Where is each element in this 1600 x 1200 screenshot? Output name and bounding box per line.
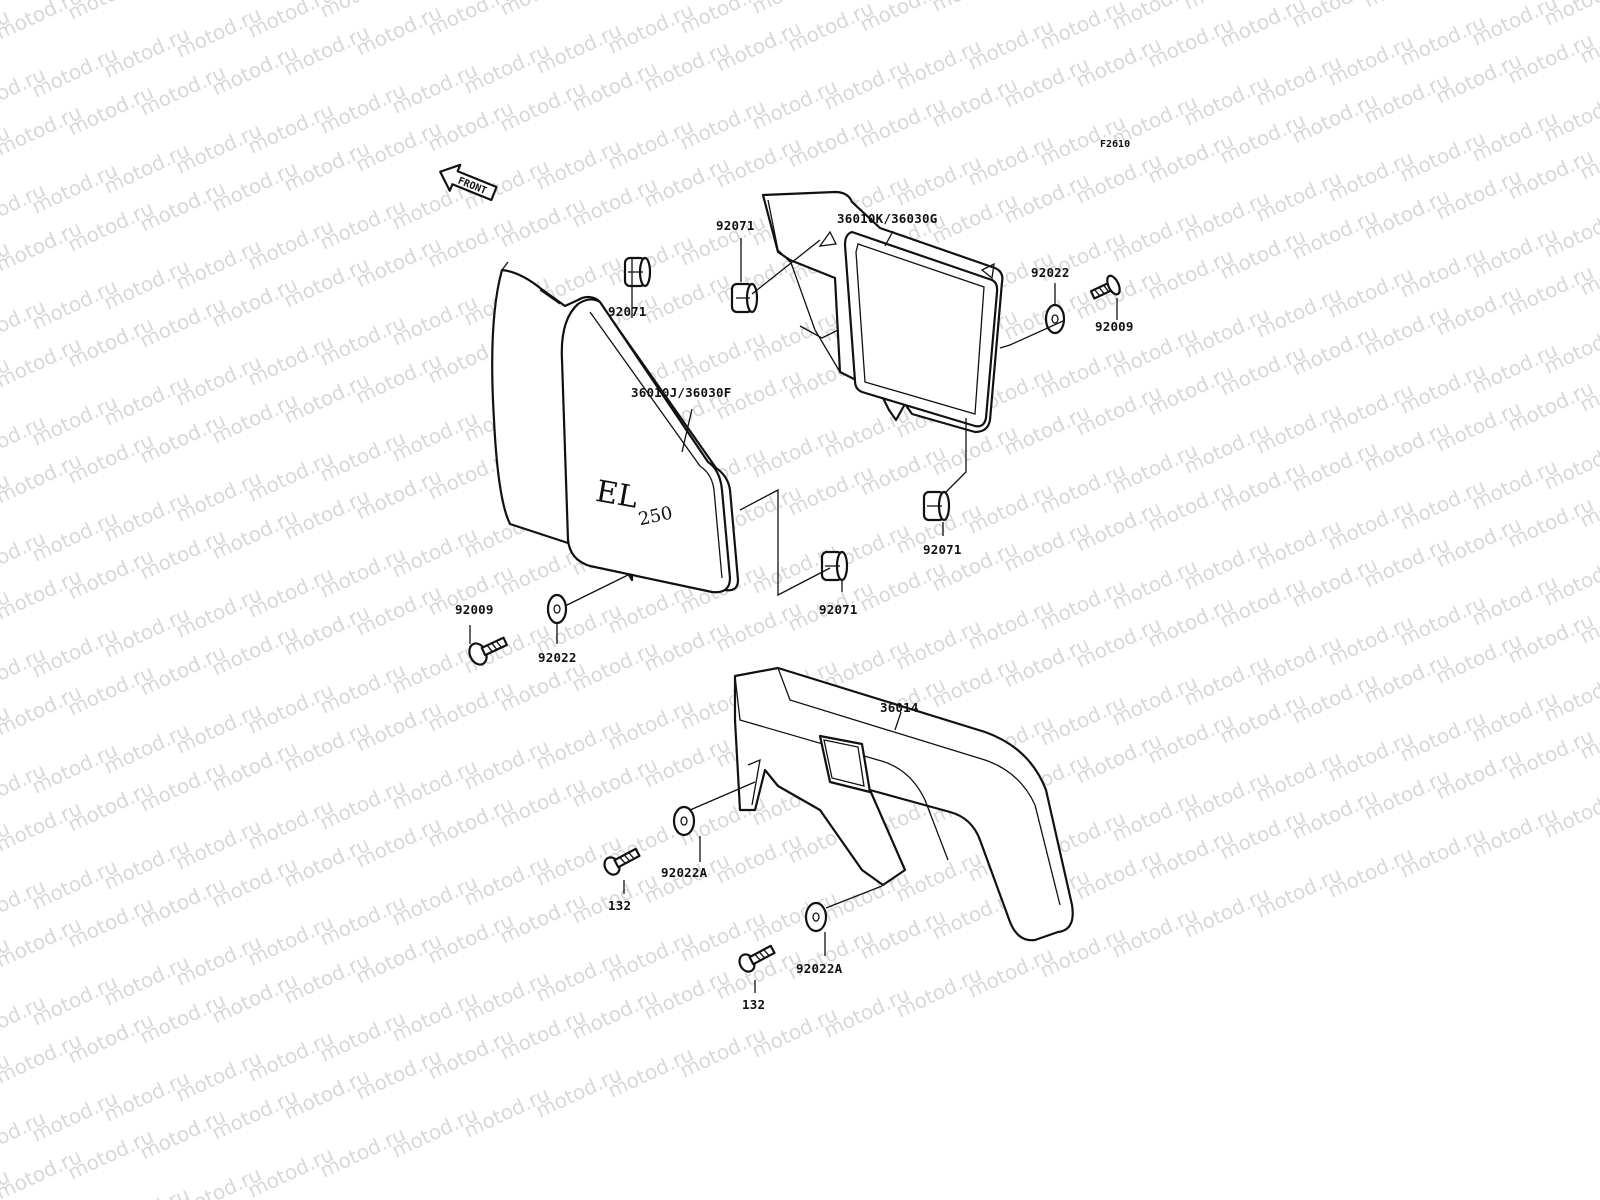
watermark-text: motod.ru bbox=[1360, 0, 1453, 13]
watermark-text: motod.ru bbox=[64, 0, 157, 25]
label-washer-guard-2: 92022A bbox=[796, 961, 843, 976]
washer-guard-1 bbox=[672, 805, 696, 837]
watermark-text: motod.ru bbox=[1540, 0, 1600, 31]
bolt-guard-1-icon bbox=[603, 847, 641, 876]
label-washer-left: 92022 bbox=[538, 650, 577, 665]
label-bolt-guard-1: 132 bbox=[608, 898, 631, 913]
front-arrow-icon: FRONT bbox=[439, 163, 498, 202]
washer-right bbox=[1044, 303, 1066, 335]
left-side-cover: EL 250 bbox=[491, 261, 740, 594]
bolt-guard-2-icon bbox=[738, 944, 776, 973]
watermark-text: motod.ru bbox=[928, 0, 1021, 17]
label-washer-guard-1: 92022A bbox=[661, 865, 708, 880]
label-grommet-mid: 92071 bbox=[608, 304, 647, 319]
right-side-cover bbox=[761, 190, 1004, 434]
bolt-left-icon bbox=[468, 636, 508, 666]
label-chain-guard: 36014 bbox=[880, 700, 919, 715]
watermark-text: motod.ru bbox=[568, 0, 661, 1]
label-bolt-guard-2: 132 bbox=[742, 997, 765, 1012]
washer-guard-2 bbox=[804, 901, 828, 933]
leader-lines bbox=[469, 230, 1118, 993]
label-bolt-left: 92009 bbox=[455, 602, 494, 617]
bolt-right-icon bbox=[1089, 274, 1121, 300]
label-cover-left: 36010J/36030F bbox=[631, 385, 731, 400]
figure-code: F2610 bbox=[1100, 139, 1130, 150]
watermark-text: motod.ru bbox=[136, 0, 229, 5]
grommet-center bbox=[820, 550, 849, 582]
grommet-top bbox=[730, 282, 759, 314]
chain-guard bbox=[733, 666, 1074, 942]
label-grommet-right: 92071 bbox=[923, 542, 962, 557]
cover-logo-main: EL bbox=[593, 474, 640, 516]
label-grommet-top: 92071 bbox=[716, 218, 755, 233]
watermark-text: motod.ru bbox=[496, 0, 589, 21]
grommet-right bbox=[922, 490, 951, 522]
label-grommet-center: 92071 bbox=[819, 602, 858, 617]
washer-left bbox=[546, 593, 568, 625]
label-washer-right: 92022 bbox=[1031, 265, 1070, 280]
label-cover-right: 36010K/36030G bbox=[837, 211, 937, 226]
label-bolt-right: 92009 bbox=[1095, 319, 1134, 334]
grommet-mid bbox=[623, 256, 652, 288]
